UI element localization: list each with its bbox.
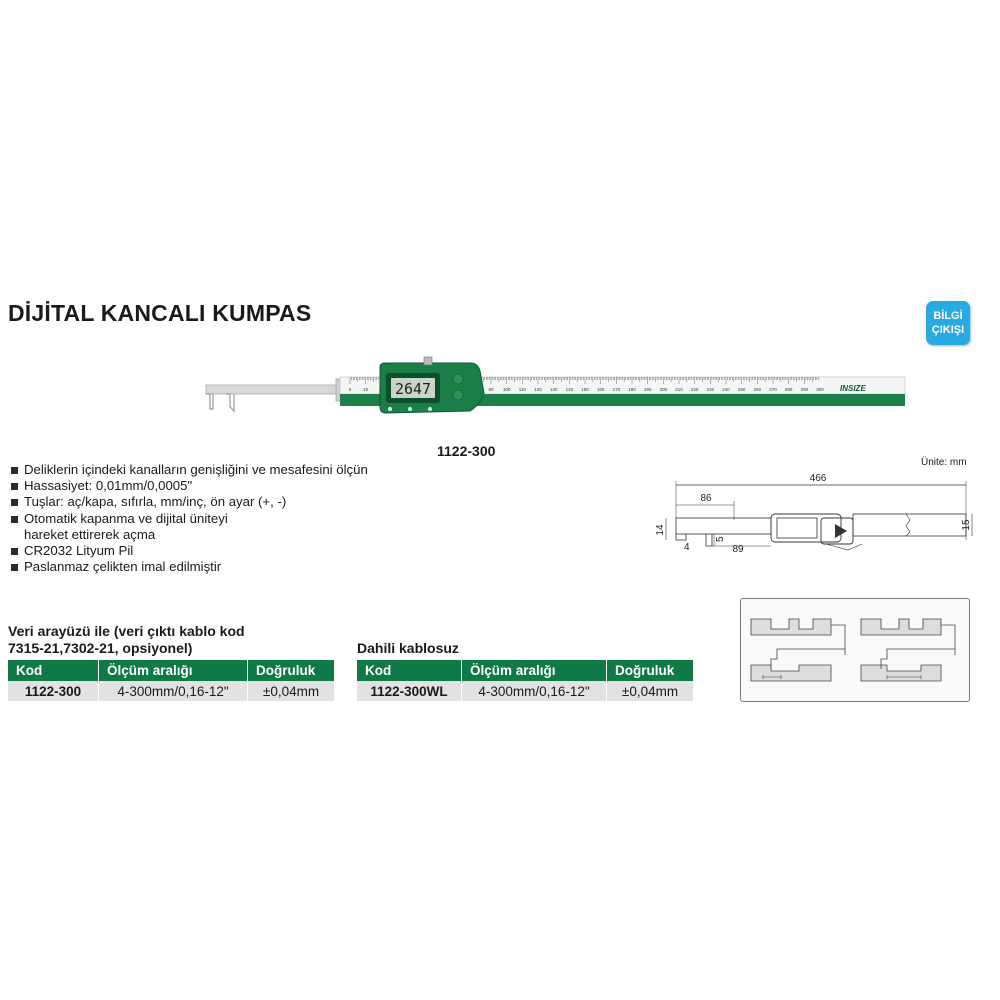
feature-item-continuation: hareket ettirerek açma [24, 526, 156, 542]
scale-number: 10 [363, 387, 369, 392]
dim-hook-height: 5 [715, 536, 726, 542]
wireless-table-title: Dahili kablosuz [357, 640, 459, 656]
feature-item: Otomatik kapanma ve dijital üniteyi [10, 511, 368, 527]
cell-range: 4-300mm/0,16-12" [461, 681, 607, 701]
scale-number: 300 [816, 387, 824, 392]
feature-item: Paslanmaz çelikten imal edilmiştir [10, 559, 368, 575]
groove-measurement-illustration [740, 598, 970, 702]
feature-list: Deliklerin içindeki kanalların genişliği… [0, 462, 368, 575]
lcd-reading: 2647 [395, 380, 431, 398]
brand-logo-text: INSIZE [840, 384, 866, 393]
dim-beam-height: 15 [961, 519, 972, 531]
scale-number: 160 [597, 387, 605, 392]
column-header-code: Kod [357, 660, 462, 681]
scale-number: 290 [801, 387, 809, 392]
column-header-code: Kod [8, 660, 99, 681]
table-row: 1122-300WL 4-300mm/0,16-12" ±0,04mm [357, 681, 694, 701]
column-header-accuracy: Doğruluk [247, 660, 335, 681]
scale-number: 200 [660, 387, 668, 392]
column-header-range: Ölçüm aralığı [461, 660, 607, 681]
scale-number: 270 [769, 387, 777, 392]
scale-number: 90 [488, 387, 494, 392]
unit-note: Ünite: mm [921, 457, 967, 468]
feature-item: Tuşlar: aç/kapa, sıfırla, mm/inç, ön aya… [10, 494, 368, 510]
cell-code: 1122-300 [8, 681, 99, 701]
scale-number: 170 [613, 387, 621, 392]
wired-table-title: Veri arayüzü ile (veri çıktı kablo kod 7… [8, 623, 245, 657]
dimension-drawing: 466 86 14 5 4 89 15 [655, 473, 973, 555]
badge-line-1: BİLGİ [933, 310, 963, 322]
scale-number: 130 [550, 387, 558, 392]
scale-number: 140 [566, 387, 574, 392]
scale-number: 0 [349, 387, 352, 392]
column-header-range: Ölçüm aralığı [98, 660, 248, 681]
wired-spec-table: Kod Ölçüm aralığı Doğruluk 1122-300 4-30… [8, 660, 335, 701]
feature-item: Deliklerin içindeki kanalların genişliği… [10, 462, 368, 478]
wired-table-title-line2: 7315-21,7302-21, opsiyonel) [8, 640, 193, 656]
scale-number: 150 [581, 387, 589, 392]
cell-accuracy: ±0,04mm [247, 681, 335, 701]
model-caption: 1122-300 [437, 443, 496, 459]
scale-number: 240 [722, 387, 730, 392]
scale-ticks [349, 377, 819, 384]
cell-accuracy: ±0,04mm [606, 681, 694, 701]
scale-number: 260 [754, 387, 762, 392]
dim-height-left: 14 [655, 524, 666, 536]
scale-number: 280 [785, 387, 793, 392]
feature-item: Hassasiyet: 0,01mm/0,0005" [10, 478, 368, 494]
scale-number: 190 [644, 387, 652, 392]
scale-number: 210 [675, 387, 683, 392]
column-header-accuracy: Doğruluk [606, 660, 694, 681]
cell-range: 4-300mm/0,16-12" [98, 681, 248, 701]
page-title: DİJİTAL KANCALI KUMPAS [8, 300, 312, 326]
scale-number: 250 [738, 387, 746, 392]
scale-number: 120 [534, 387, 542, 392]
badge-line-2: ÇIKIŞI [931, 324, 965, 336]
scale-number: 230 [707, 387, 715, 392]
wired-table-title-line1: Veri arayüzü ile (veri çıktı kablo kod [8, 623, 245, 639]
caliper-product-image: 0102030405060708090100110120130140150160… [205, 356, 906, 414]
dim-hook-width: 4 [684, 542, 690, 553]
scale-number: 220 [691, 387, 699, 392]
dim-depth: 89 [732, 544, 744, 555]
table-row: 1122-300 4-300mm/0,16-12" ±0,04mm [8, 681, 335, 701]
data-output-badge: BİLGİ ÇIKIŞI [926, 301, 970, 345]
scale-number: 100 [503, 387, 511, 392]
feature-item: CR2032 Lityum Pil [10, 543, 368, 559]
groove-diagram [750, 618, 956, 682]
dim-jaw-offset: 86 [700, 493, 712, 504]
scale-number: 110 [519, 387, 527, 392]
wireless-spec-table: Kod Ölçüm aralığı Doğruluk 1122-300WL 4-… [357, 660, 694, 701]
dim-overall-length: 466 [810, 473, 827, 484]
scale-number: 180 [628, 387, 636, 392]
cell-code: 1122-300WL [357, 681, 462, 701]
